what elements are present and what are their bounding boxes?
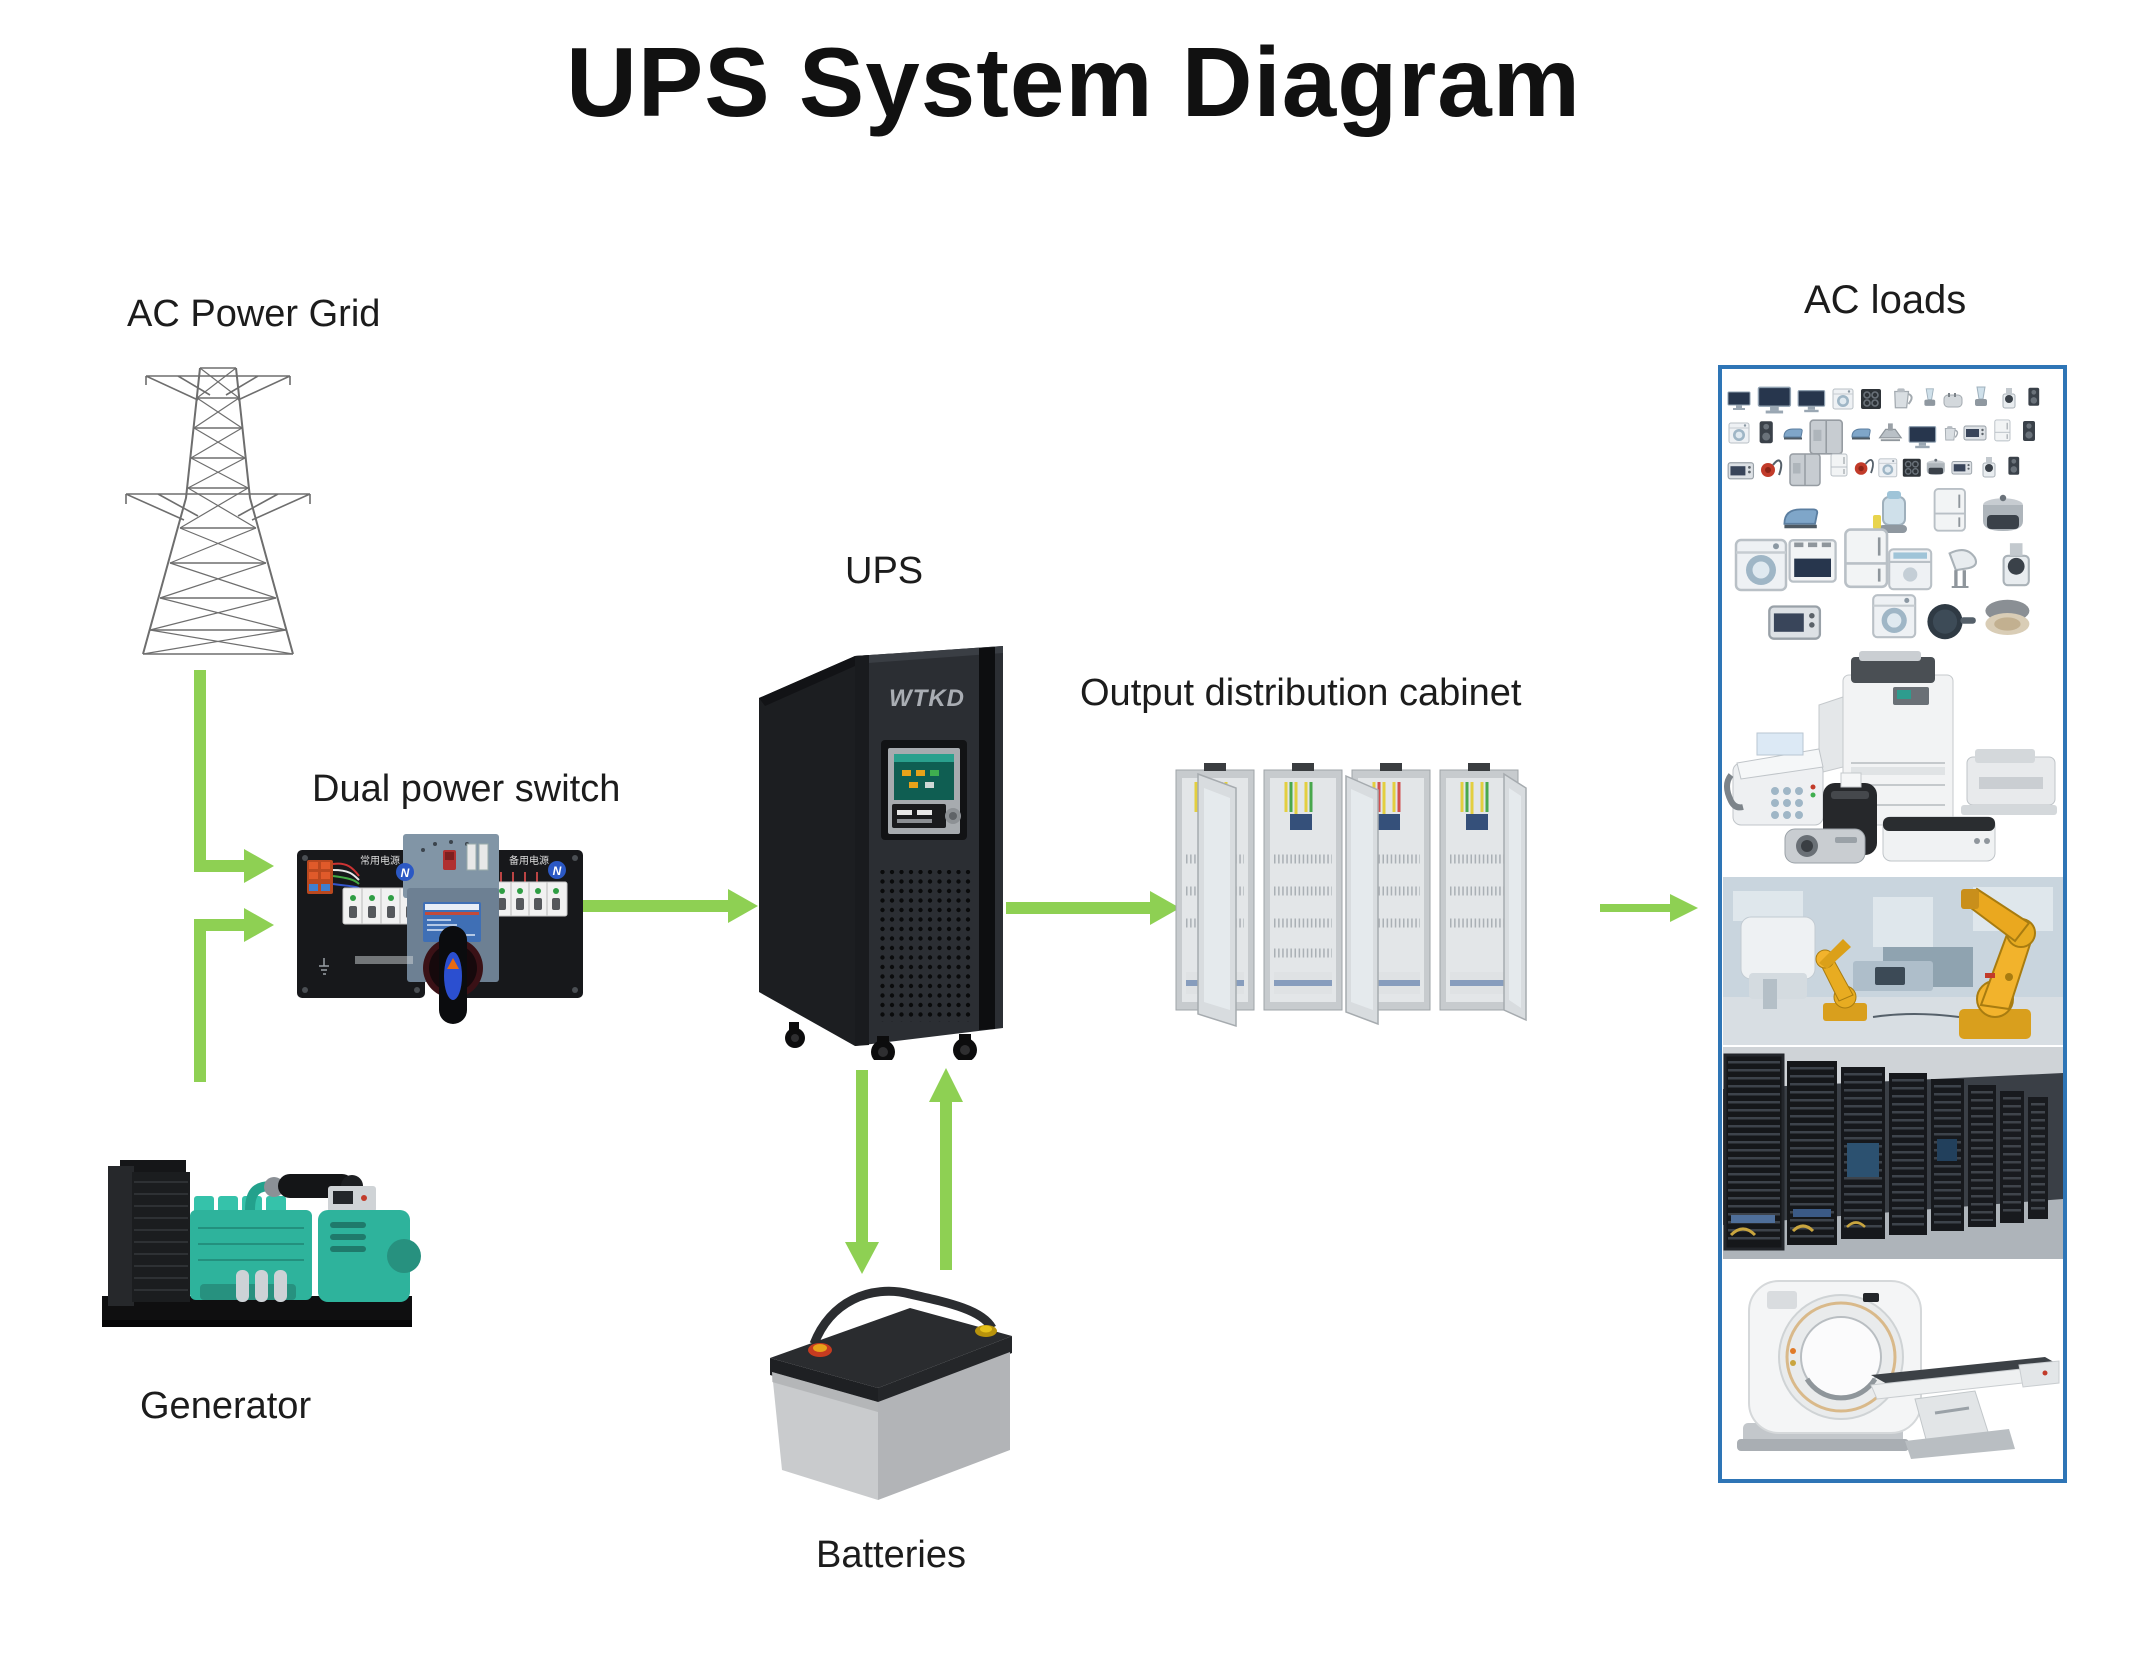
- arrowhead: [1670, 894, 1698, 922]
- ac-loads-label: AC loads: [1804, 278, 1967, 322]
- battery-illustration: [770, 1286, 1012, 1500]
- generator-label: Generator: [140, 1385, 312, 1427]
- arrowhead: [929, 1068, 963, 1102]
- arrowhead: [1150, 891, 1180, 925]
- switch-right-panel-text: 备用电源: [509, 854, 549, 867]
- server-racks-image: [1722, 1047, 2063, 1259]
- ups-brand-logo: WTKD: [889, 685, 965, 712]
- ups-illustration: WTKD: [759, 646, 1003, 1060]
- ac-power-grid-label: AC Power Grid: [127, 293, 381, 335]
- ct-scanner-image: [1736, 1280, 2059, 1459]
- industrial-robots-image: [1722, 877, 2063, 1045]
- output-distribution-cabinet-label: Output distribution cabinet: [1080, 672, 1522, 714]
- ups-label: UPS: [845, 550, 924, 592]
- distribution-cabinet-illustration: [1175, 763, 1527, 1028]
- office-equipment-image: [1723, 651, 2057, 864]
- batteries-label: Batteries: [816, 1534, 966, 1576]
- dual-power-switch-label: Dual power switch: [312, 768, 621, 810]
- arrowhead: [244, 849, 274, 883]
- arrowhead: [244, 908, 274, 942]
- generator-illustration: [102, 1160, 421, 1327]
- page-title: UPS System Diagram: [566, 27, 1581, 137]
- arrowhead: [845, 1242, 879, 1274]
- ac-loads-panel: [1718, 365, 2067, 1483]
- neutral-mark-right: N: [553, 864, 562, 878]
- arrow-generator-to-switch: [194, 919, 244, 1082]
- switch-left-panel-text: 常用电源: [360, 854, 400, 867]
- dual-power-switch-illustration: N N 常用电源 备用电源: [297, 834, 583, 1024]
- neutral-mark-left: N: [401, 866, 410, 880]
- arrowhead: [728, 889, 758, 923]
- household-appliances-image: [1727, 386, 2039, 640]
- transmission-tower-illustration: [125, 367, 311, 655]
- arrow-grid-to-switch: [194, 670, 244, 872]
